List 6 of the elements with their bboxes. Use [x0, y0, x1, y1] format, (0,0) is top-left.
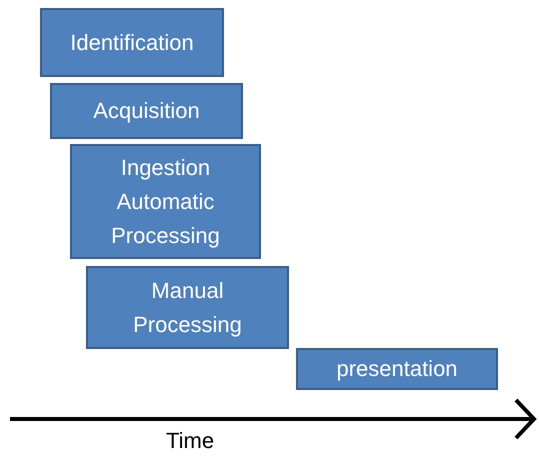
axis-label: Time	[166, 428, 214, 454]
stage-box: presentation	[296, 348, 498, 390]
stage-box: Identification	[40, 8, 224, 77]
stage-box: Manual Processing	[86, 266, 289, 349]
stage-box: Ingestion Automatic Processing	[70, 144, 261, 259]
stage-box: Acquisition	[50, 83, 243, 139]
